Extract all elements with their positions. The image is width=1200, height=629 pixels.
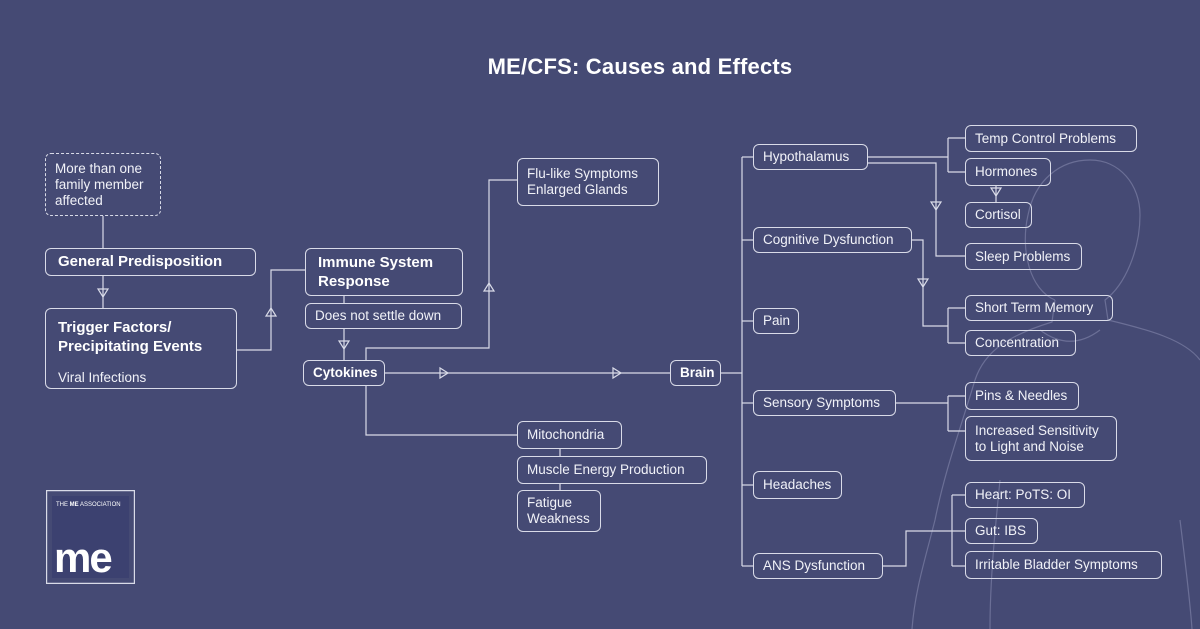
sensory-symptoms-node: Sensory Symptoms [753, 390, 896, 416]
irritable-bladder-node: Irritable Bladder Symptoms [965, 551, 1162, 579]
diagram-title: ME/CFS: Causes and Effects [487, 54, 793, 79]
flu-like-symptoms-node: Flu-like Symptoms Enlarged Glands [517, 158, 659, 206]
logo-small-text: THE ME ASSOCIATION [56, 502, 121, 508]
sensitivity-line-1: Increased Sensitivity [975, 422, 1099, 438]
increased-sensitivity-node: Increased Sensitivity to Light and Noise [965, 416, 1117, 461]
temp-control-node: Temp Control Problems [965, 125, 1137, 152]
flu-line-2: Enlarged Glands [527, 182, 628, 197]
short-term-memory-node: Short Term Memory [965, 295, 1113, 321]
immune-system-response-node: Immune System Response [305, 248, 463, 296]
trigger-line-2: Precipitating Events [58, 338, 203, 355]
trigger-factors-node: Trigger Factors/ Precipitating Events Vi… [45, 308, 237, 389]
hypothalamus-node: Hypothalamus [753, 144, 868, 170]
general-predisposition-node: General Predisposition [45, 248, 256, 276]
sensitivity-line-2: to Light and Noise [975, 438, 1084, 454]
gut-ibs-node: Gut: IBS [965, 518, 1038, 544]
flu-line-1: Flu-like Symptoms [527, 166, 639, 181]
concentration-node: Concentration [965, 330, 1076, 356]
immune-line-2: Response [318, 273, 390, 290]
pins-needles-node: Pins & Needles [965, 382, 1079, 410]
family-member-note: More than one family member affected [45, 153, 161, 216]
sleep-problems-node: Sleep Problems [965, 243, 1082, 270]
mitochondria-node: Mitochondria [517, 421, 622, 449]
brain-node: Brain [670, 360, 721, 386]
logo-mark: me [54, 534, 111, 581]
muscle-energy-node: Muscle Energy Production [517, 456, 707, 484]
trigger-line-1: Trigger Factors/ [58, 319, 172, 336]
fatigue-weakness-node: Fatigue Weakness [517, 490, 601, 532]
fatigue-line-2: Weakness [527, 511, 590, 526]
ans-dysfunction-node: ANS Dysfunction [753, 553, 883, 579]
hormones-node: Hormones [965, 158, 1051, 186]
pain-node: Pain [753, 308, 799, 334]
immune-line-1: Immune System [318, 254, 434, 271]
family-line-3: affected [55, 192, 103, 208]
family-line-2: family member [55, 176, 144, 192]
viral-infections-label: Viral Infections [58, 370, 147, 385]
cytokines-node: Cytokines [303, 360, 385, 386]
heart-pots-node: Heart: PoTS: OI [965, 482, 1085, 508]
cognitive-dysfunction-node: Cognitive Dysfunction [753, 227, 912, 253]
me-association-logo: THE ME ASSOCIATION me [46, 490, 135, 584]
does-not-settle-node: Does not settle down [305, 303, 462, 329]
cortisol-node: Cortisol [965, 202, 1032, 228]
fatigue-line-1: Fatigue [527, 495, 573, 510]
family-line-1: More than one [55, 160, 143, 176]
headaches-node: Headaches [753, 471, 842, 499]
